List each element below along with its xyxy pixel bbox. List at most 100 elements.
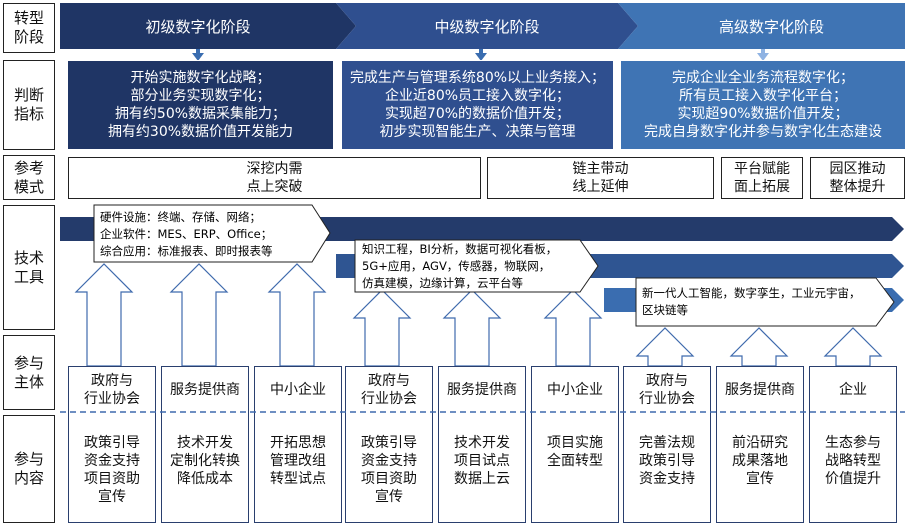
actor-name: 服务提供商 — [717, 367, 803, 412]
tech-callout-line: 硬件设施：终端、存储、网络； — [100, 210, 261, 224]
judge-line: 实现超70%的数据价值开发； — [384, 106, 571, 122]
actor-content-line: 政策引导 — [639, 453, 695, 469]
actor-content-line: 宣传 — [375, 489, 403, 505]
actor-content-line: 开拓思想 — [270, 435, 326, 451]
actor-name: 中小企业 — [532, 367, 618, 412]
judge-line: 实现超90%数据价值开发； — [677, 106, 849, 122]
up-arrow-5 — [442, 289, 502, 367]
stage-chevrons — [60, 3, 905, 60]
actor-content-line: 政策引导 — [361, 435, 417, 451]
actor-column: 中小企业开拓思想管理改组转型试点 — [254, 366, 342, 523]
actor-column: 服务提供商技术开发项目试点数据上云 — [438, 366, 526, 523]
judge-box-1: 开始实施数字化战略； 部分业务实现数字化； 拥有约50%数据采集能力； 拥有约3… — [68, 61, 333, 149]
actor-content-line: 政策引导 — [84, 435, 140, 451]
mode-line: 平台赋能 — [734, 161, 790, 177]
mode-line: 点上突破 — [246, 179, 303, 195]
actor-name-line: 服务提供商 — [447, 381, 517, 398]
row-label-judge: 判断 指标 — [3, 60, 55, 150]
actor-name: 服务提供商 — [162, 367, 248, 412]
actor-name: 政府与行业协会 — [346, 367, 432, 412]
judge-line: 拥有约50%数据采集能力； — [114, 106, 287, 122]
actor-content-line: 数据上云 — [454, 471, 510, 487]
actor-content: 开拓思想管理改组转型试点 — [255, 434, 341, 488]
tech-callout-2: 知识工程，BI分析，数据可视化看板， 5G+应用，AGV，传感器，物联网， 仿真… — [362, 241, 557, 292]
actor-name-line: 行业协会 — [639, 390, 695, 407]
row-label-actor: 参与 主体 — [3, 335, 55, 410]
row-label-tech: 技术 工具 — [3, 205, 55, 330]
actor-content-line: 技术开发 — [454, 435, 510, 451]
tech-callout-line: 综合应用：标准报表、即时报表等 — [100, 244, 273, 258]
actor-content-line: 项目试点 — [454, 453, 510, 469]
judge-line: 所有员工接入数字化平台； — [679, 88, 847, 104]
actor-content-line: 项目实施 — [547, 435, 603, 451]
actor-content-line: 项目资助 — [361, 471, 417, 487]
judge-line: 部分业务实现数字化； — [130, 88, 271, 104]
actor-content-line: 前沿研究 — [732, 435, 788, 451]
tech-callout-line: 企业软件：MES、ERP、Office； — [100, 227, 273, 241]
mode-box-4: 园区推动 整体提升 — [810, 157, 905, 199]
actor-name: 中小企业 — [255, 367, 341, 412]
stage-chevron-1 — [60, 3, 356, 49]
up-arrow-1 — [74, 263, 134, 367]
judge-box-3: 完成企业全业务流程数字化； 所有员工接入数字化平台； 实现超90%数据价值开发；… — [621, 61, 905, 149]
actor-content: 政策引导资金支持项目资助宣传 — [346, 434, 432, 506]
judge-line: 完成生产与管理系统80%以上业务接入； — [349, 70, 606, 86]
actor-content-line: 价值提升 — [825, 471, 881, 487]
actor-name-line: 企业 — [839, 381, 867, 398]
tech-callout-line: 区块链等 — [642, 303, 688, 317]
actor-name-line: 政府与 — [91, 372, 133, 389]
actor-content-line: 定制化转换 — [170, 453, 240, 469]
row-label-content: 参与 内容 — [3, 415, 55, 523]
mode-line: 线上延伸 — [572, 179, 629, 195]
actor-content-line: 资金支持 — [84, 453, 140, 469]
actor-content-line: 全面转型 — [547, 453, 603, 469]
actor-content: 政策引导资金支持项目资助宣传 — [69, 434, 155, 506]
judge-line: 开始实施数字化战略； — [130, 70, 271, 86]
actor-content: 技术开发定制化转换降低成本 — [162, 434, 248, 488]
actor-name-line: 服务提供商 — [170, 381, 240, 398]
actor-content-line: 管理改组 — [270, 453, 326, 469]
mode-line: 深挖内需 — [246, 161, 303, 177]
judge-line: 完成企业全业务流程数字化； — [672, 70, 854, 86]
actor-content: 生态参与战略转型价值提升 — [810, 434, 896, 488]
tech-callout-3: 新一代人工智能，数字孪生，工业元宇宙， 区块链等 — [642, 285, 861, 319]
actor-content-line: 战略转型 — [825, 453, 881, 469]
up-arrow-3 — [267, 263, 327, 367]
stage-chevron-2 — [336, 3, 638, 49]
actor-content-line: 资金支持 — [639, 471, 695, 487]
actor-name-line: 中小企业 — [270, 381, 326, 398]
actor-content-line: 宣传 — [746, 471, 774, 487]
judge-line: 企业近80%员工接入数字化； — [384, 88, 571, 104]
mode-box-1: 深挖内需 点上突破 — [68, 157, 481, 199]
up-arrow-2 — [169, 263, 229, 367]
actor-name-line: 政府与 — [368, 372, 410, 389]
tech-callout-line: 知识工程，BI分析，数据可视化看板， — [362, 242, 558, 256]
actor-content-line: 降低成本 — [177, 471, 233, 487]
actor-name: 政府与行业协会 — [624, 367, 710, 412]
actor-name-line: 政府与 — [646, 372, 688, 389]
actor-name: 企业 — [810, 367, 896, 412]
judge-line: 拥有约30%数据价值开发能力 — [107, 124, 294, 140]
up-arrow-6 — [543, 289, 603, 367]
actor-content-line: 完善法规 — [639, 435, 695, 451]
actor-content-line: 成果落地 — [732, 453, 788, 469]
tech-callout-bg-1 — [93, 204, 331, 263]
actor-name-line: 服务提供商 — [725, 381, 795, 398]
row-label-stage: 转型 阶段 — [3, 3, 55, 53]
tech-callout-1: 硬件设施：终端、存储、网络； 企业软件：MES、ERP、Office； 综合应用… — [100, 209, 273, 260]
judge-line: 完成自身数字化并参与数字化生态建设 — [644, 124, 882, 140]
actor-content-line: 资金支持 — [361, 453, 417, 469]
actor-column: 服务提供商技术开发定制化转换降低成本 — [161, 366, 249, 523]
stage-label-2: 中级数字化阶段 — [434, 17, 540, 36]
up-arrow-8 — [729, 327, 789, 367]
mode-line: 链主带动 — [572, 161, 629, 177]
actor-content-line: 技术开发 — [177, 435, 233, 451]
up-arrow-9 — [823, 327, 883, 367]
actor-content-line: 生态参与 — [825, 435, 881, 451]
actor-content: 完善法规政策引导资金支持 — [624, 434, 710, 488]
actor-name-line: 中小企业 — [547, 381, 603, 398]
actor-column: 政府与行业协会完善法规政策引导资金支持 — [623, 366, 711, 523]
stage-label-1: 初级数字化阶段 — [145, 17, 251, 36]
